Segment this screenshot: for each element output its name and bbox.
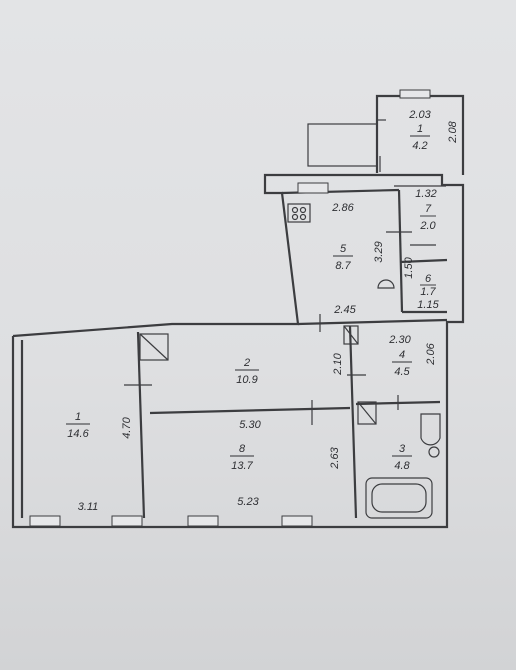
dim-r2-height: 2.10 (332, 352, 344, 375)
wall-2-8 (149, 406, 351, 415)
dim-r4-height: 2.06 (425, 342, 437, 365)
svg-text:4.8: 4.8 (394, 460, 410, 472)
dim-kitchen-height: 3.29 (373, 241, 385, 262)
svg-text:14.6: 14.6 (67, 428, 89, 440)
kitchen-bottom (297, 318, 448, 326)
wall-6-7 (399, 258, 448, 264)
dim-balcony-width: 2.03 (408, 109, 431, 121)
room-label-6: 6 1.7 (420, 273, 437, 298)
dim-hall-width: 2.45 (333, 304, 356, 316)
window-r1 (29, 515, 61, 527)
svg-text:4.5: 4.5 (394, 366, 410, 378)
dim-r8-width-top: 5.30 (239, 419, 261, 431)
svg-text:5: 5 (340, 243, 347, 255)
room-label-8: 8 13.7 (230, 443, 254, 472)
svg-text:6: 6 (425, 273, 432, 285)
wall-hall-bath (348, 325, 358, 519)
room-label-3: 3 4.8 (392, 443, 412, 472)
toilet-icon (428, 446, 440, 458)
svg-text:3: 3 (399, 443, 406, 455)
bathtub-icon (365, 477, 433, 519)
kitchen-sink-icon (377, 279, 395, 289)
window-balcony (399, 89, 431, 99)
room-label-balcony: 1 4.2 (410, 123, 430, 152)
dim-r8-height: 2.63 (329, 446, 341, 469)
svg-text:1: 1 (75, 411, 81, 423)
balcony-ledge (307, 123, 378, 167)
room-label-4: 4 4.5 (392, 349, 412, 378)
dim-r6-height: 1.50 (403, 256, 415, 278)
svg-text:4.2: 4.2 (412, 140, 427, 152)
svg-text:1.7: 1.7 (420, 286, 436, 298)
outer-wall (11, 173, 465, 529)
room-label-2: 2 10.9 (235, 357, 259, 386)
vent-shaft-bath (357, 401, 377, 425)
svg-text:10.9: 10.9 (236, 374, 257, 386)
wall-1-2 (136, 331, 146, 519)
svg-text:2: 2 (243, 357, 250, 369)
dim-r4-width: 2.30 (388, 334, 411, 346)
window-kitchen (297, 182, 329, 194)
svg-text:1: 1 (417, 123, 423, 135)
room-label-5: 5 8.7 (333, 243, 353, 272)
dim-r8-width-bottom: 5.23 (237, 496, 259, 508)
dim-r6-width: 1.15 (417, 299, 439, 311)
room-label-1: 1 14.6 (66, 411, 90, 440)
svg-text:8.7: 8.7 (335, 260, 351, 272)
svg-text:2.0: 2.0 (419, 220, 436, 232)
dim-balcony-height: 2.08 (447, 120, 459, 143)
room-label-7: 7 2.0 (419, 203, 436, 232)
window-r1b (111, 515, 143, 527)
vent-shaft-hall (343, 325, 359, 345)
window-r8b (281, 515, 313, 527)
stove-icon (287, 203, 311, 223)
svg-text:7: 7 (425, 203, 432, 215)
window-r8a (187, 515, 219, 527)
svg-text:13.7: 13.7 (231, 460, 253, 472)
svg-text:8: 8 (239, 443, 246, 455)
dim-r1-height: 4.70 (121, 416, 133, 438)
washbasin-icon (420, 413, 441, 446)
dim-r7-width: 1.32 (415, 188, 436, 200)
vent-shaft-left (139, 333, 169, 361)
dim-r1-width: 3.11 (78, 501, 99, 513)
kitchen-right (397, 189, 404, 313)
svg-text:4: 4 (399, 349, 405, 361)
dim-kitchen-width: 2.86 (331, 202, 354, 214)
